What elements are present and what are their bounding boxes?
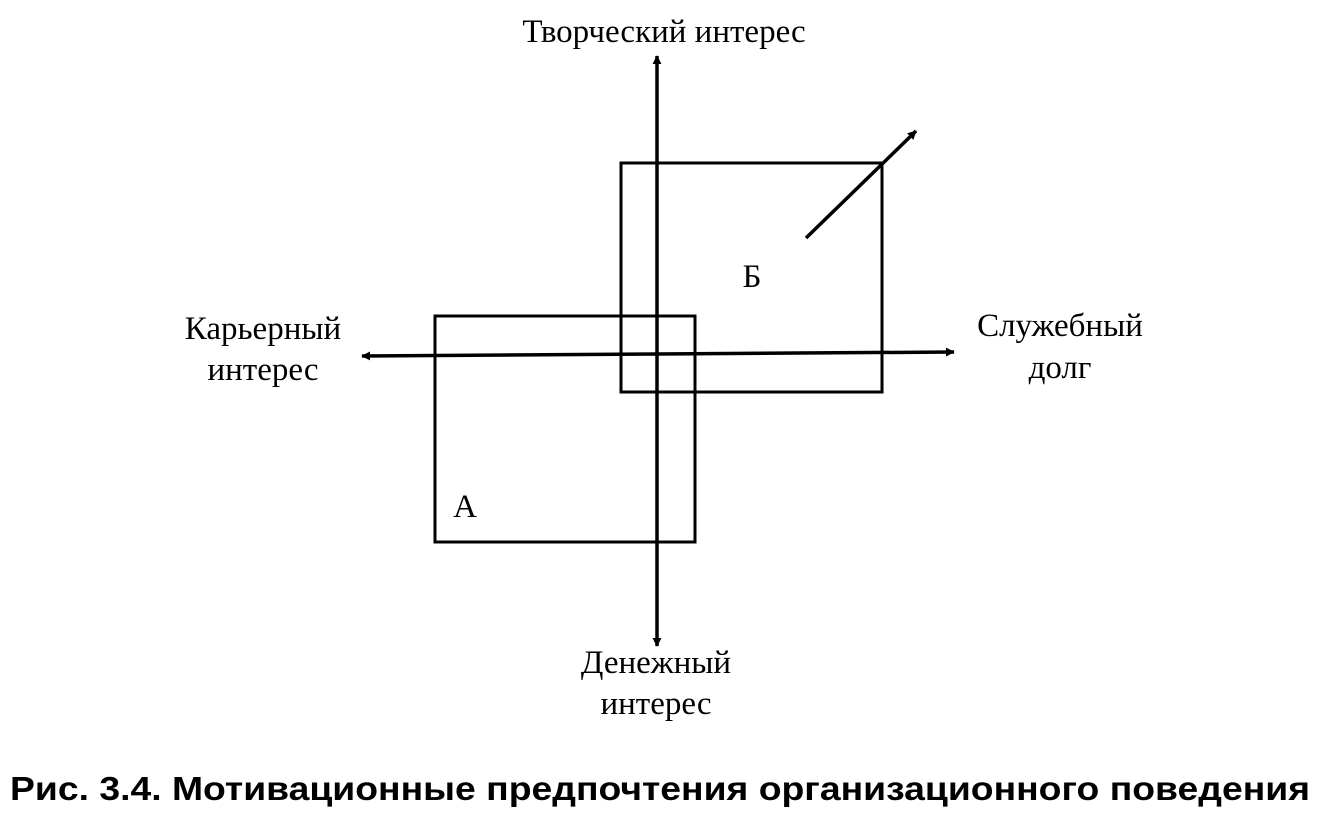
box-a-label: А — [453, 489, 477, 525]
axis-label-bottom-line-1: Денежный — [581, 645, 731, 681]
box-b-label: Б — [743, 259, 762, 295]
box-a — [433, 314, 697, 544]
diagonal-direction-arrow — [804, 129, 918, 240]
axis-label-top: Творческий интерес — [522, 14, 805, 50]
axis-label-right-line-2: долг — [1029, 350, 1092, 386]
axis-label-left-line-1: Карьерный — [185, 311, 341, 347]
axis-label-bottom-line-2: интерес — [600, 686, 711, 722]
box-b — [619, 161, 884, 394]
axis-left-arrow — [361, 351, 658, 361]
axis-right-arrow — [656, 347, 955, 357]
axis-label-right-line-1: Служебный — [977, 308, 1143, 344]
figure-caption: Рис. 3.4. Мотивационные предпочтения орг… — [10, 770, 1310, 807]
axis-label-left-line-2: интерес — [207, 352, 318, 388]
